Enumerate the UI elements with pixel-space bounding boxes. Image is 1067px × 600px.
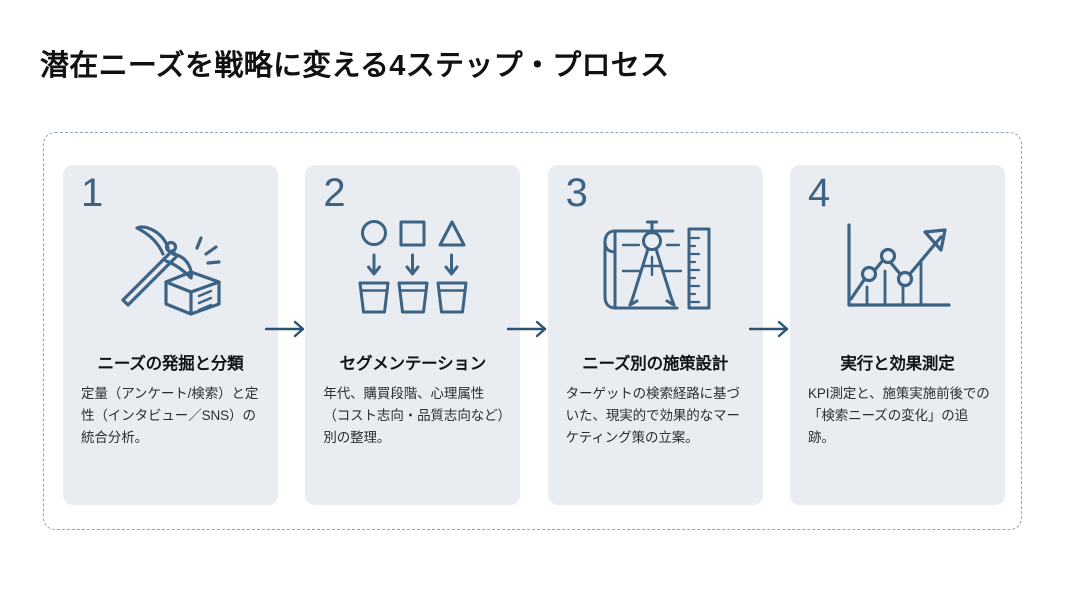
- steps-container: 1 ニーズの発掘と分: [63, 165, 1005, 505]
- step-number: 4: [807, 171, 831, 215]
- step-heading: ニーズ別の施策設計: [582, 355, 729, 373]
- step-number: 3: [565, 171, 588, 215]
- growth-chart-arrow-icon: [790, 213, 1005, 323]
- step-heading: 実行と効果測定: [840, 355, 955, 373]
- step-heading: ニーズの発掘と分類: [97, 355, 244, 373]
- arrow-step2-to-step3-icon: [507, 320, 551, 338]
- step-number: 2: [323, 171, 346, 215]
- step-card-4[interactable]: 4 実行と効果測定: [789, 165, 1005, 505]
- arrow-step3-to-step4-icon: [749, 320, 793, 338]
- pickaxe-cube-icon: [63, 213, 278, 323]
- step-card-2[interactable]: 2 セグメンテーション 年代、購買段階、心理属性（コスト志向・品質: [305, 165, 521, 505]
- step-card-3[interactable]: 3: [547, 165, 763, 505]
- step-body: KPI測定と、施策実施前後での「検索ニーズの変化」の追跡。: [807, 386, 990, 445]
- process-frame: [43, 132, 1022, 530]
- arrow-step1-to-step2-icon: [265, 320, 309, 338]
- step-body: 定量（アンケート/検索）と定性（インタビュー／SNS）の統合分析。: [81, 386, 259, 445]
- step-card-1[interactable]: 1 ニーズの発掘と分: [63, 165, 278, 505]
- step-body: ターゲットの検索経路に基づいた、現実的で効果的なマーケティング策の立案。: [565, 386, 740, 445]
- step-number: 1: [81, 171, 104, 215]
- page-title: 潜在ニーズを戦略に変える4ステップ・プロセス: [40, 50, 670, 82]
- blueprint-compass-ruler-icon: [548, 213, 763, 323]
- shapes-buckets-icon: [305, 213, 520, 323]
- step-body: 年代、購買段階、心理属性（コスト志向・品質志向など）別の整理。: [323, 386, 505, 445]
- step-heading: セグメンテーション: [339, 355, 487, 373]
